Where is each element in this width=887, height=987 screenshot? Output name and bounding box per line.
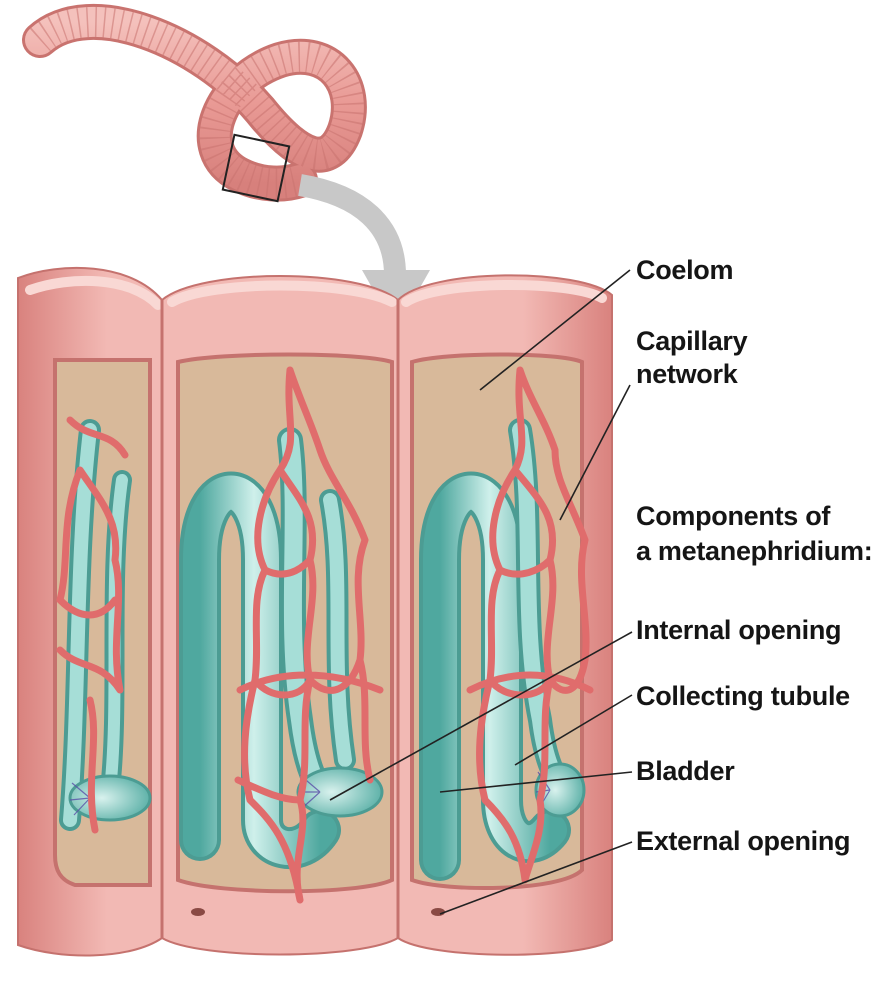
label-components-line1: Components of bbox=[636, 500, 830, 533]
label-internal-opening: Internal opening bbox=[636, 614, 841, 647]
label-coelom: Coelom bbox=[636, 254, 733, 287]
label-capillary-line2: network bbox=[636, 358, 737, 391]
label-bladder: Bladder bbox=[636, 755, 734, 788]
label-collecting-tubule: Collecting tubule bbox=[636, 680, 850, 713]
label-components-line2: a metanephridium: bbox=[636, 535, 872, 568]
label-capillary-line1: Capillary bbox=[636, 325, 747, 358]
label-external-opening: External opening bbox=[636, 825, 850, 858]
